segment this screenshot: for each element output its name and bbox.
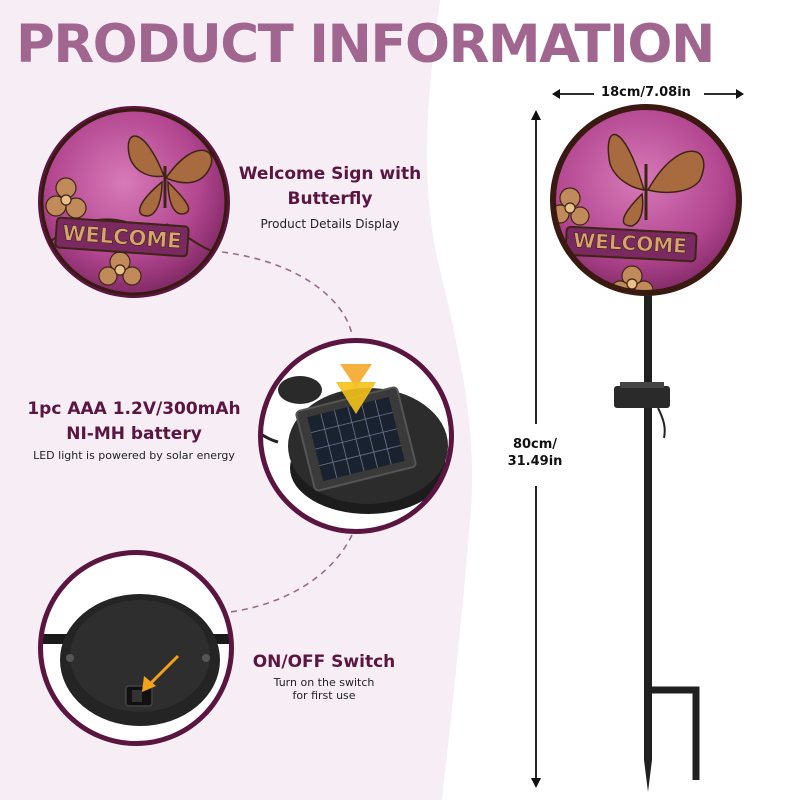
welcome-sign-closeup: WELCOME: [38, 106, 230, 298]
feature-subtitle-sign: Product Details Display: [260, 217, 400, 231]
height-dimension-arrow: [531, 110, 541, 788]
butterfly-icon: [607, 133, 705, 227]
solar-box: [614, 386, 670, 408]
sign-word: WELCOME: [573, 228, 688, 258]
sunlight-arrow-icon: [336, 364, 376, 414]
solar-panel-closeup: [258, 338, 454, 534]
pointer-arrow-icon: [142, 654, 180, 692]
page-title: PRODUCT INFORMATION: [16, 14, 715, 75]
solar-cell-grid: [307, 396, 405, 482]
stake-foot: [644, 686, 700, 780]
feature-subtitle-battery: LED light is powered by solar energy: [33, 449, 235, 462]
feature-title-battery: 1pc AAA 1.2V/300mAh NI-MH battery: [27, 399, 241, 444]
feature-subtitle-switch: Turn on the switch for first use: [273, 676, 375, 702]
height-label: 80cm/ 31.49in: [507, 437, 563, 469]
width-dimension-arrow: [552, 89, 744, 99]
feature-title-sign: Welcome Sign with Butterfly: [238, 164, 422, 209]
cable-connector: [278, 376, 322, 404]
product-full-view: WELCOME: [550, 104, 742, 792]
flower-icon: [45, 177, 142, 286]
switch-closeup: [38, 550, 234, 746]
feature-title-switch: ON/OFF Switch: [252, 652, 396, 672]
width-label: 18cm/7.08in: [601, 85, 691, 100]
butterfly-icon: [127, 135, 213, 217]
